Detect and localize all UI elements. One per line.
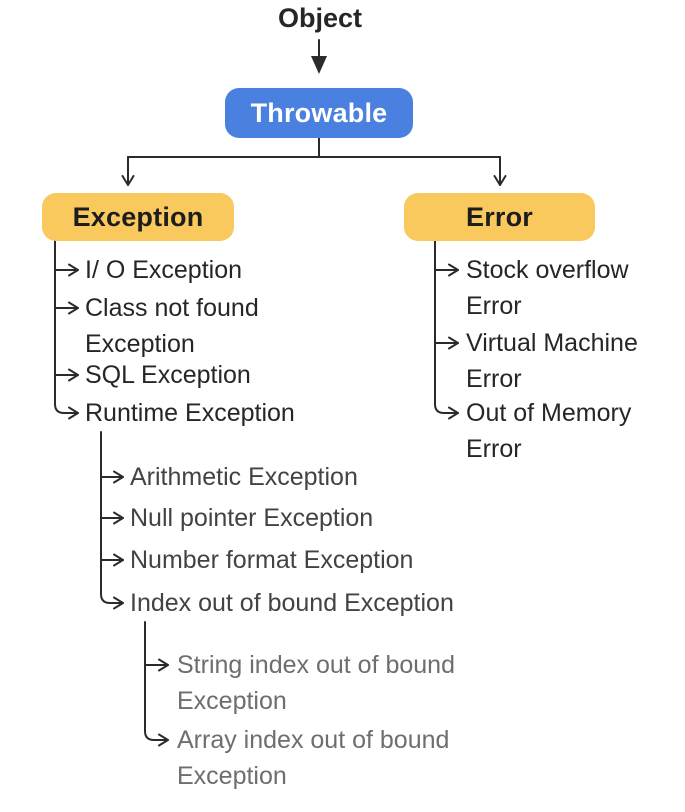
runtime-trunk [100, 431, 124, 610]
node-outofmemory-error: Out of Memory Error [466, 399, 632, 463]
node-object: Object [277, 3, 363, 33]
indexbound-trunk [144, 621, 169, 747]
exception-trunk [54, 239, 79, 420]
node-stockoverflow-error: Stock overflow Error [466, 256, 629, 320]
node-arithmetic-exception: Arithmetic Exception [130, 463, 358, 491]
node-throwable: Throwable [225, 88, 413, 138]
exception-label: Exception [72, 201, 204, 232]
node-arrayindex-exception: Array index out of bound Exception [177, 726, 450, 790]
error-label: Error [465, 201, 534, 232]
node-io-exception: I/ O Exception [85, 256, 243, 284]
throwable-label: Throwable [250, 97, 388, 128]
node-indexoutofbound-exception: Index out of bound Exception [130, 589, 454, 617]
node-numberformat-exception: Number format Exception [130, 546, 414, 574]
node-stringindex-exception: String index out of bound Exception [177, 651, 455, 715]
node-virtualmachine-error: Virtual Machine Error [466, 329, 638, 393]
node-exception: Exception [42, 193, 234, 241]
node-nullpointer-exception: Null pointer Exception [130, 504, 374, 532]
node-classnotfound-exception: Class not found Exception [85, 294, 259, 358]
arrowhead-object-to-throwable [311, 56, 327, 74]
error-trunk [434, 239, 459, 420]
node-error: Error [404, 193, 595, 241]
node-sql-exception: SQL Exception [85, 361, 251, 389]
node-runtime-exception: Runtime Exception [85, 399, 295, 427]
